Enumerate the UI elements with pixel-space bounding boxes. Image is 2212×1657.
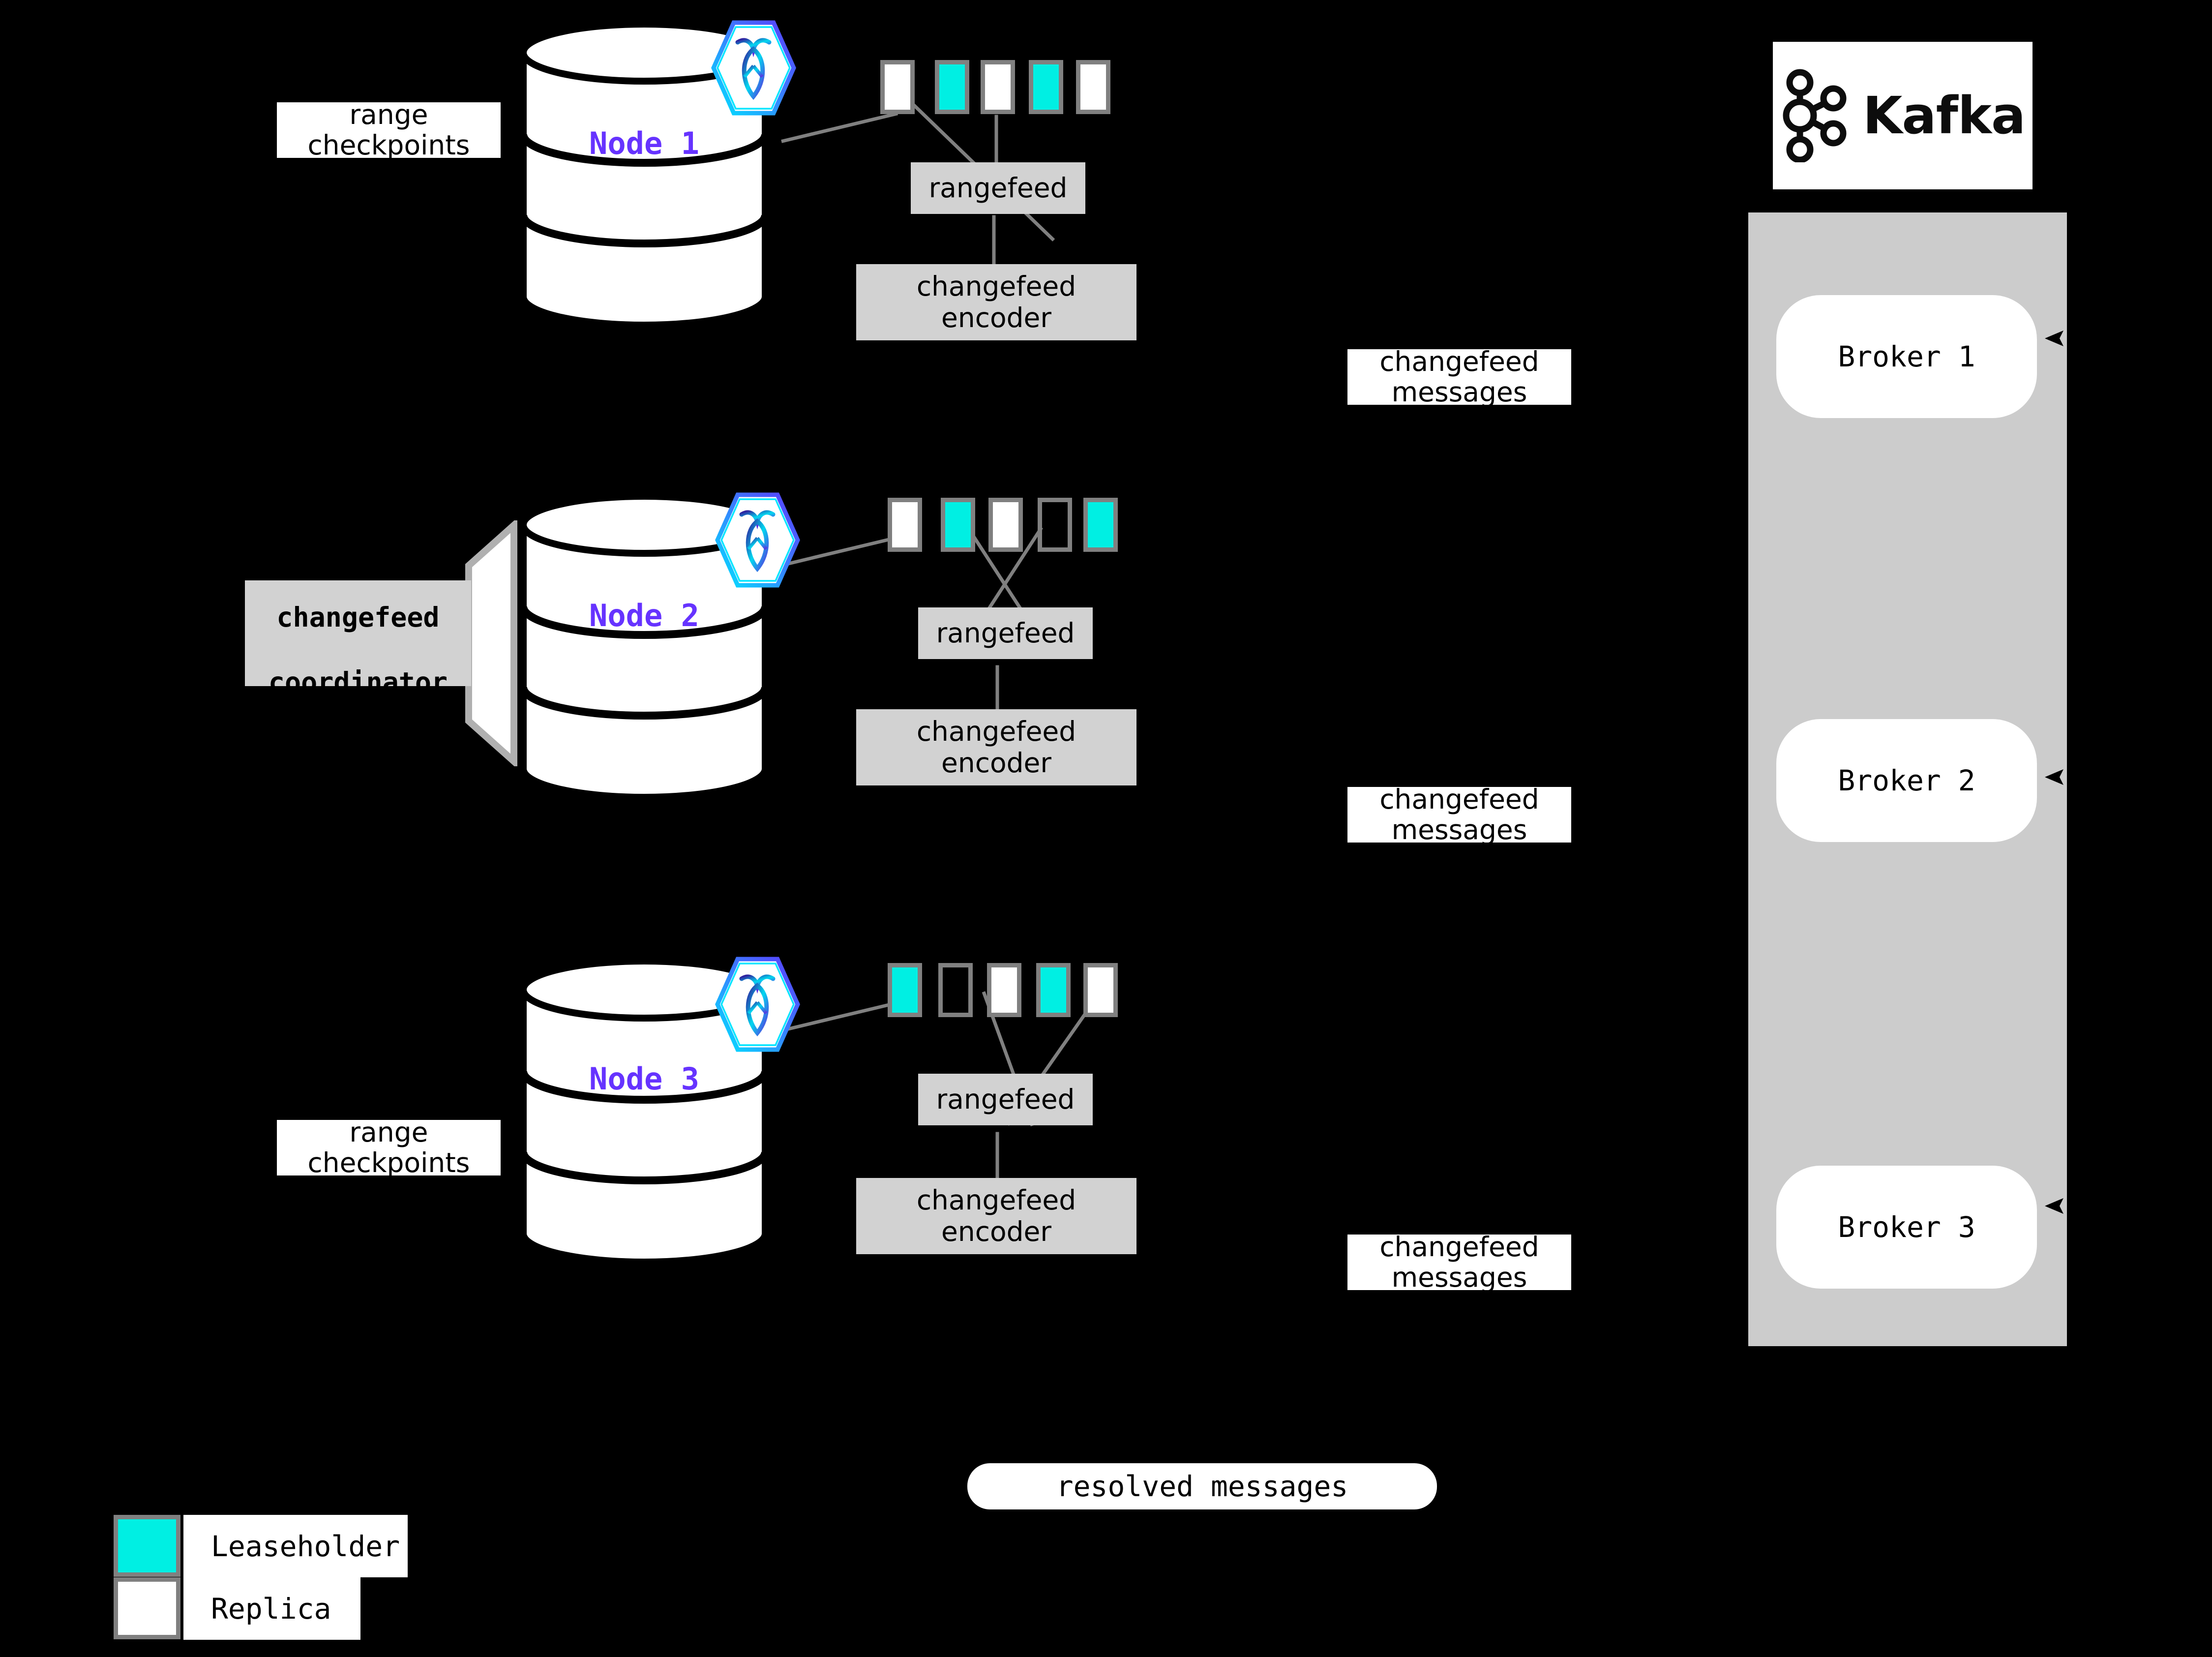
range-cell[interactable]: [1029, 60, 1063, 114]
range-cell[interactable]: [1083, 963, 1118, 1017]
broker-1[interactable]: Broker 1: [1776, 295, 2037, 418]
rangefeed-box-node1[interactable]: rangefeed: [911, 162, 1085, 214]
cylinder-shape: [519, 958, 769, 1265]
cylinder-shape: [519, 21, 769, 329]
range-cell[interactable]: [888, 963, 922, 1017]
rangefeed-box-node3[interactable]: rangefeed: [918, 1074, 1093, 1125]
coordinator-line1: changefeed: [276, 601, 440, 633]
encoder-line1: changefeed: [916, 1184, 1076, 1216]
encoder-line1: changefeed: [916, 715, 1076, 747]
resolved-messages-pill[interactable]: resolved messages: [967, 1463, 1437, 1509]
node-3-cylinder: [516, 958, 772, 1265]
legend-label-leaseholder: Leaseholder: [183, 1515, 408, 1577]
range-cell[interactable]: [938, 963, 973, 1017]
node-1-label: Node 1: [589, 125, 699, 161]
range-cell[interactable]: [1036, 963, 1071, 1017]
node-2-label: Node 2: [589, 598, 699, 633]
changefeed-messages-line1: changefeed: [1379, 1231, 1539, 1263]
changefeed-messages-line1: changefeed: [1379, 783, 1539, 815]
range-checkpoints-line1: range: [349, 1116, 428, 1148]
range-cell[interactable]: [880, 60, 915, 114]
range-cell[interactable]: [1083, 498, 1118, 552]
kafka-logo-card: Kafka: [1773, 42, 2033, 189]
changefeed-messages-line1: changefeed: [1379, 345, 1539, 377]
changefeed-coordinator-pointer-icon: [460, 517, 563, 769]
cockroachdb-hexagon-icon: [712, 491, 803, 589]
broker-3[interactable]: Broker 3: [1776, 1166, 2037, 1289]
encoder-line1: changefeed: [916, 270, 1076, 302]
broker-3-arrow-icon: [2045, 1196, 2064, 1216]
encoder-line2: encoder: [941, 1215, 1051, 1247]
broker-2[interactable]: Broker 2: [1776, 719, 2037, 842]
kafka-wordmark: Kafka: [1862, 86, 2026, 146]
changefeed-encoder-box-node1[interactable]: changefeed encoder: [856, 264, 1136, 340]
changefeed-messages-label-node1: changefeed messages: [1347, 345, 1571, 408]
range-cell[interactable]: [941, 498, 975, 552]
changefeed-messages-label-node3: changefeed messages: [1347, 1231, 1571, 1293]
changefeed-messages-line2: messages: [1391, 376, 1527, 408]
legend-swatch-replica: [114, 1577, 180, 1639]
broker-2-arrow-icon: [2045, 767, 2064, 787]
cockroachdb-hexagon-icon: [708, 19, 799, 117]
range-cell[interactable]: [988, 498, 1023, 552]
legend-swatch-leaseholder: [114, 1515, 180, 1577]
cylinder-shape: [519, 493, 769, 801]
range-checkpoints-label-node1: range checkpoints: [277, 98, 501, 161]
encoder-line2: encoder: [941, 747, 1051, 779]
changefeed-messages-line2: messages: [1391, 1261, 1527, 1293]
range-checkpoints-label-node3: range checkpoints: [277, 1116, 501, 1178]
connector-rangefeed-to-encoder-1: [992, 215, 996, 271]
broker-1-arrow-icon: [2045, 329, 2064, 348]
changefeed-encoder-box-node3[interactable]: changefeed encoder: [856, 1178, 1136, 1254]
node-2-cylinder: [516, 493, 772, 801]
range-cell[interactable]: [1038, 498, 1072, 552]
range-cell[interactable]: [888, 498, 922, 552]
changefeed-encoder-box-node2[interactable]: changefeed encoder: [856, 709, 1136, 785]
changefeed-coordinator-box[interactable]: changefeed coordinator: [245, 580, 471, 698]
range-checkpoints-line1: range: [349, 98, 428, 130]
changefeed-messages-line2: messages: [1391, 813, 1527, 845]
changefeed-messages-label-node2: changefeed messages: [1347, 783, 1571, 845]
legend-label-replica: Replica: [183, 1577, 360, 1640]
rangefeed-box-node2[interactable]: rangefeed: [918, 607, 1093, 659]
kafka-logo-icon: [1783, 69, 1847, 162]
range-checkpoints-line2: checkpoints: [307, 129, 470, 161]
node-3-label: Node 3: [589, 1061, 699, 1097]
connector-range-to-rangefeed-1b: [994, 115, 998, 164]
encoder-line2: encoder: [941, 301, 1051, 333]
coordinator-line2: coordinator: [268, 666, 448, 698]
range-cell[interactable]: [935, 60, 969, 114]
range-cell[interactable]: [981, 60, 1015, 114]
cockroachdb-hexagon-icon: [712, 955, 803, 1054]
range-cell[interactable]: [987, 963, 1021, 1017]
range-checkpoints-line2: checkpoints: [307, 1146, 470, 1178]
range-cell[interactable]: [1076, 60, 1110, 114]
node-1-cylinder: [516, 21, 772, 329]
